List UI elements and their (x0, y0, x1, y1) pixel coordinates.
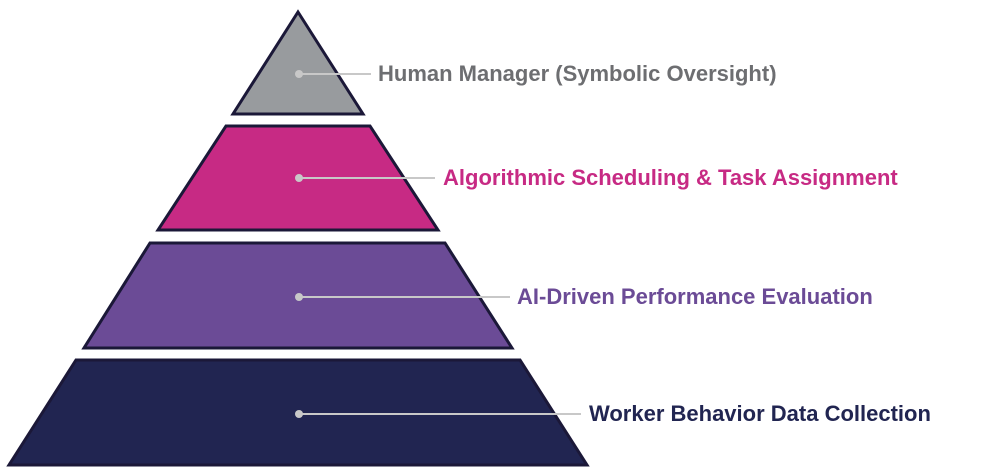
connector-1 (295, 70, 371, 78)
connector-2 (295, 174, 435, 182)
connector-3 (295, 293, 510, 301)
label-ai-performance-evaluation: AI-Driven Performance Evaluation (517, 284, 873, 309)
connector-4 (295, 410, 581, 418)
label-human-manager: Human Manager (Symbolic Oversight) (378, 61, 777, 86)
tier-top-human-manager (230, 9, 366, 116)
label-algorithmic-scheduling: Algorithmic Scheduling & Task Assignment (443, 165, 898, 190)
label-worker-data-collection: Worker Behavior Data Collection (589, 401, 931, 426)
